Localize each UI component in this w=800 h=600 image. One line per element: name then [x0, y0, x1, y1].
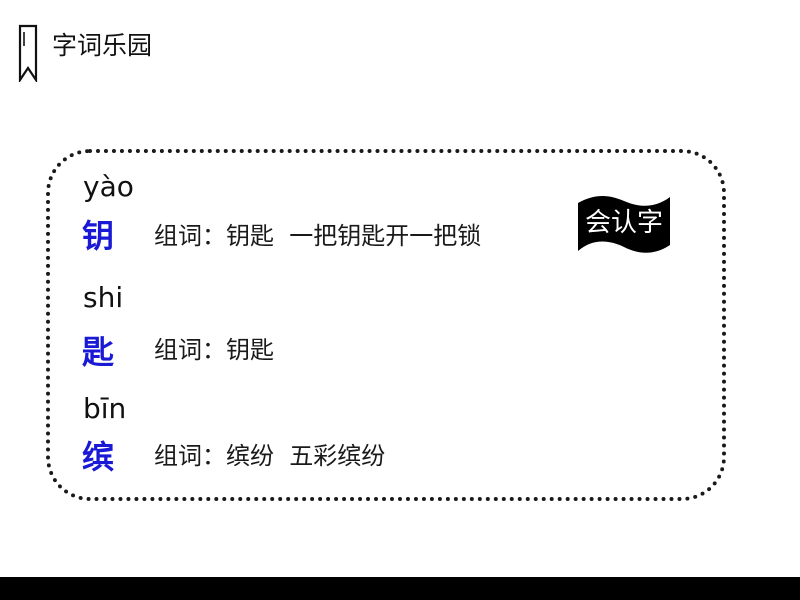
character-shi: 匙 — [82, 333, 115, 371]
wavy-flag-shape — [578, 196, 670, 253]
character-yao: 钥 — [82, 217, 115, 255]
recognize-characters-badge: 会认字 — [578, 193, 670, 255]
badge-label: 会认字 — [584, 208, 663, 238]
pinyin-shi: shi — [83, 281, 124, 314]
pinyin-yao: yào — [83, 170, 134, 203]
pinyin-bin: bīn — [83, 392, 127, 425]
vocabulary-card — [46, 149, 726, 501]
page-title: 字词乐园 — [52, 31, 153, 60]
word-group-bin: 组词：缤纷 五彩缤纷 — [154, 442, 386, 470]
word-group-shi: 组词：钥匙 — [154, 336, 274, 364]
bottom-bar — [0, 577, 800, 600]
bookmark-icon — [18, 24, 38, 82]
word-group-yao: 组词：钥匙 一把钥匙开一把锁 — [154, 222, 482, 250]
character-bin: 缤 — [82, 438, 115, 476]
